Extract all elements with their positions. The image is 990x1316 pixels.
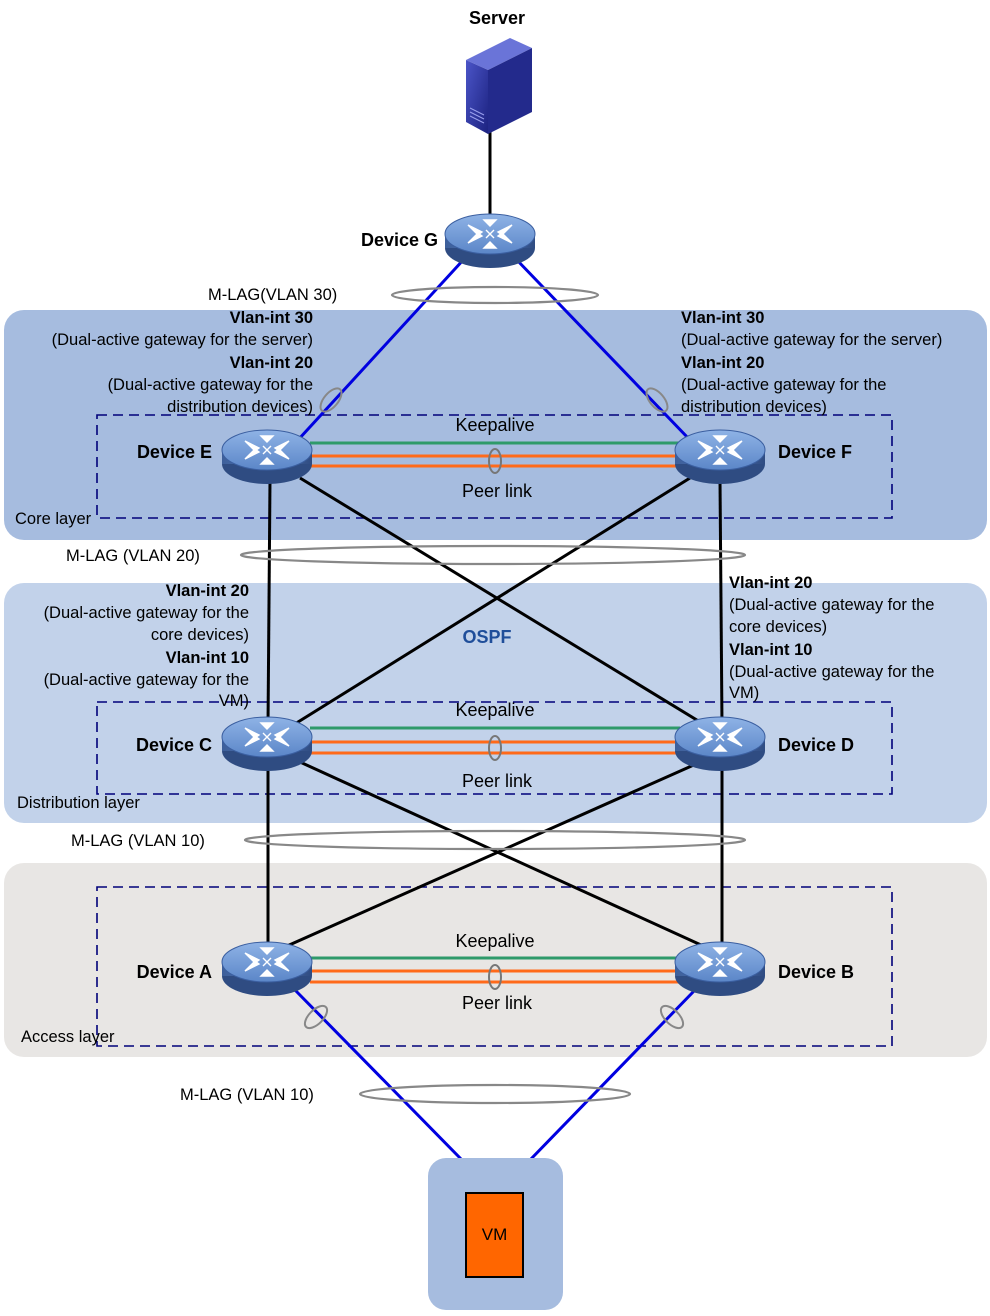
core-left-vlan20-desc1: (Dual-active gateway for the [108, 376, 313, 394]
device-g-router-icon [444, 213, 536, 269]
device-c-router-icon [221, 716, 313, 772]
distribution-group-box [96, 701, 893, 795]
dist-right-vlan20-desc1: (Dual-active gateway for the [729, 596, 934, 614]
dist-right-vlan20-desc2: core devices) [729, 618, 827, 636]
b-agg-ring [659, 1004, 685, 1030]
core-right-vlan30: Vlan-int 30 [681, 309, 764, 327]
core-left-vlan30-desc: (Dual-active gateway for the server) [52, 331, 313, 349]
device-e-label: Device E [137, 442, 212, 462]
dist-left-vlan20: Vlan-int 20 [166, 582, 249, 600]
distribution-layer-label: Distribution layer [17, 794, 140, 812]
device-b-label: Device B [778, 962, 854, 982]
vm-box [465, 1192, 524, 1278]
e-agg-ring [319, 387, 343, 413]
dist-peer-link-label: Peer link [462, 771, 533, 791]
core-right-vlan20: Vlan-int 20 [681, 354, 764, 372]
device-f-router-icon [674, 429, 766, 485]
access-keepalive-label: Keepalive [455, 931, 534, 951]
server-icon [466, 38, 532, 134]
access-peer-links [310, 956, 680, 990]
mlag-vlan30-ellipse [390, 285, 600, 305]
core-left-vlan20: Vlan-int 20 [230, 354, 313, 372]
dist-right-vlan10: Vlan-int 10 [729, 641, 812, 659]
d-a-link [277, 758, 706, 952]
device-f-label: Device F [778, 442, 852, 462]
device-c-label: Device C [136, 735, 212, 755]
dist-right-vlan20: Vlan-int 20 [729, 574, 812, 592]
dist-keepalive-label: Keepalive [455, 700, 534, 720]
a-agg-ring [303, 1004, 329, 1030]
e-d-link [299, 476, 706, 727]
mlag-vlan10-dist-ellipse [243, 829, 747, 851]
b-vm-link [528, 988, 697, 1162]
core-right-vlan30-desc: (Dual-active gateway for the server) [681, 331, 942, 349]
mlag-vlan10-vm-label: M-LAG (VLAN 10) [180, 1086, 314, 1104]
mlag-vlan10-vm-ellipse [358, 1083, 632, 1105]
f-c-link [289, 476, 691, 729]
core-peer-links [310, 441, 680, 474]
core-keepalive-label: Keepalive [455, 415, 534, 435]
f-agg-ring [645, 387, 669, 413]
c-b-link [299, 760, 713, 952]
core-right-vlan20-desc1: (Dual-active gateway for the [681, 376, 886, 394]
dist-left-vlan20-desc1: (Dual-active gateway for the [44, 604, 249, 622]
e-c-link [266, 479, 272, 726]
device-a-router-icon [221, 941, 313, 997]
distribution-peer-links [310, 726, 680, 761]
device-d-label: Device D [778, 735, 854, 755]
core-group-box [96, 414, 893, 519]
device-b-router-icon [674, 941, 766, 997]
device-a-label: Device A [137, 962, 212, 982]
dist-left-vlan10: Vlan-int 10 [166, 649, 249, 667]
device-d-router-icon [674, 716, 766, 772]
core-left-vlan30: Vlan-int 30 [230, 309, 313, 327]
access-layer-bg [4, 863, 987, 1057]
mlag-vlan20-label: M-LAG (VLAN 20) [66, 547, 200, 565]
ospf-label: OSPF [462, 627, 511, 647]
access-layer-label: Access layer [21, 1028, 115, 1046]
mlag-vlan20-ellipse [239, 544, 747, 566]
dist-right-vlan10-desc2: VM) [729, 684, 759, 702]
vm-label: VM [482, 1225, 508, 1244]
dist-right-vlan10-desc1: (Dual-active gateway for the [729, 663, 934, 681]
access-group-box [96, 886, 893, 1047]
core-right-vlan20-desc2: distribution devices) [681, 398, 827, 416]
device-e-router-icon [221, 429, 313, 485]
dist-left-vlan20-desc2: core devices) [151, 626, 249, 644]
core-layer-label: Core layer [15, 510, 92, 528]
core-peer-link-label: Peer link [462, 481, 533, 501]
access-peer-link-label: Peer link [462, 993, 533, 1013]
server-label: Server [469, 8, 525, 28]
mlag-vlan10-dist-label: M-LAG (VLAN 10) [71, 832, 205, 850]
core-layer-bg [4, 310, 987, 540]
dist-left-vlan10-desc2: VM) [219, 692, 249, 710]
core-left-vlan20-desc2: distribution devices) [167, 398, 313, 416]
device-g-label: Device G [361, 230, 438, 250]
dist-left-vlan10-desc1: (Dual-active gateway for the [44, 671, 249, 689]
mlag-vlan30-label: M-LAG(VLAN 30) [208, 286, 337, 304]
f-d-link [718, 479, 724, 726]
